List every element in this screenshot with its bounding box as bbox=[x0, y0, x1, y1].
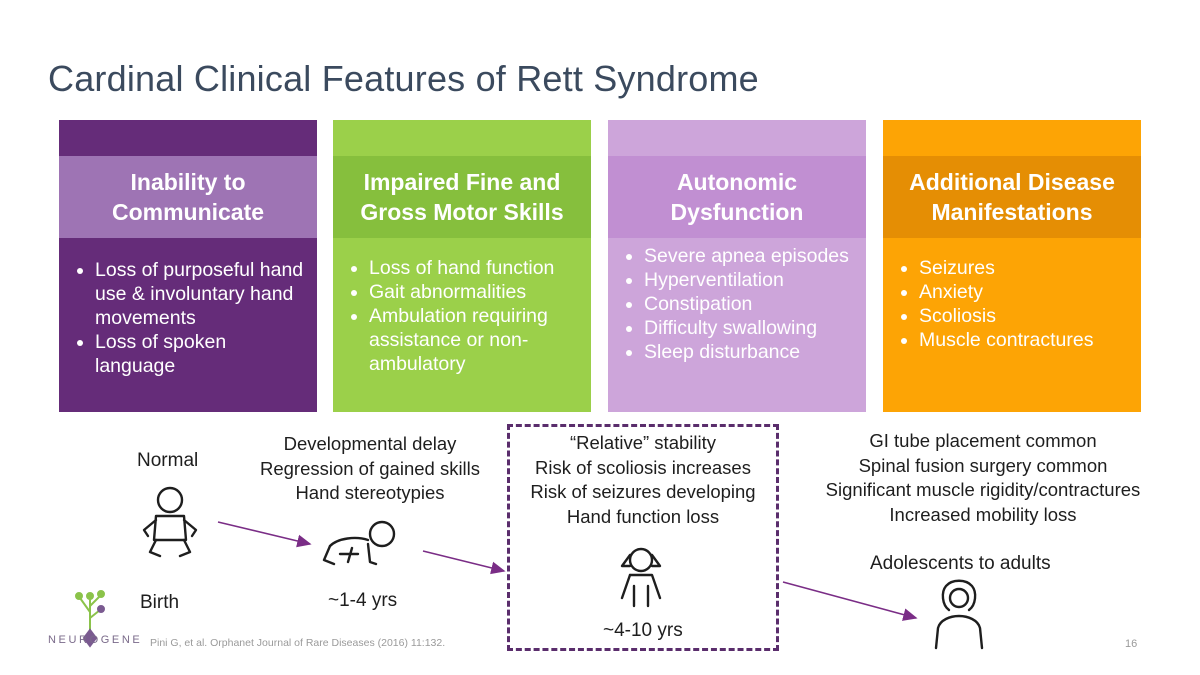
baby-icon bbox=[142, 486, 198, 558]
woman-icon bbox=[934, 579, 984, 650]
card-heading-line: Additional Disease bbox=[909, 169, 1115, 195]
girl-icon bbox=[620, 547, 662, 608]
card-heading-line: Inability to bbox=[130, 169, 246, 195]
tree-logo-icon bbox=[75, 590, 105, 648]
bullet-item: Difficulty swallowing bbox=[644, 316, 858, 340]
bullet-item: Loss of hand function bbox=[369, 256, 583, 280]
card-heading-line: Dysfunction bbox=[670, 199, 804, 225]
bullet-item: Muscle contractures bbox=[919, 328, 1133, 352]
age-4-10: ~4-10 yrs bbox=[603, 620, 683, 641]
bullet-item: Severe apnea episodes bbox=[644, 244, 858, 268]
slide-title: Cardinal Clinical Features of Rett Syndr… bbox=[48, 58, 759, 99]
card-heading-line: Autonomic bbox=[676, 169, 798, 195]
stage-line: Increased mobility loss bbox=[889, 503, 1077, 525]
feature-card-communicate: Inability to Communicate Loss of purposef… bbox=[59, 120, 317, 412]
stage-line: Hand function loss bbox=[566, 505, 720, 527]
birth-label: Birth bbox=[140, 592, 180, 613]
bullet-item: Anxiety bbox=[919, 280, 1133, 304]
stage-line: Risk of seizures developing bbox=[530, 481, 756, 502]
bullet-item: Loss of spoken language bbox=[95, 330, 309, 378]
stage-line: GI tube placement common bbox=[869, 430, 1097, 451]
stability-stage-box bbox=[507, 424, 779, 651]
stage-line: Hand stereotypies bbox=[295, 482, 445, 503]
card-heading-line: Communicate bbox=[111, 199, 265, 225]
bullet-item: Scoliosis bbox=[919, 304, 1133, 328]
stage-line: “Relative” stability bbox=[570, 432, 716, 453]
bullet-item: Constipation bbox=[644, 292, 858, 316]
crawling-baby-icon bbox=[322, 520, 396, 566]
card-heading-line: Manifestations bbox=[931, 199, 1093, 225]
bullet-item: Ambulation requiring assistance or non-a… bbox=[369, 304, 583, 376]
bullet-item: Hyperventilation bbox=[644, 268, 858, 292]
stage-line: Regression of gained skills bbox=[259, 457, 481, 479]
card-bullets: Seizures Anxiety Scoliosis Muscle contra… bbox=[899, 256, 1133, 352]
age-1-4: ~1-4 yrs bbox=[328, 590, 398, 611]
stage-child-description: “Relative” stability Risk of scoliosis i… bbox=[510, 431, 776, 529]
card-heading: Inability to Communicate bbox=[59, 156, 317, 238]
card-bullets: Loss of purposeful hand use & involuntar… bbox=[75, 258, 309, 378]
citation: Pini G, et al. Orphanet Journal of Rare … bbox=[150, 637, 446, 649]
card-heading-line: Gross Motor Skills bbox=[360, 199, 564, 225]
bullet-item: Gait abnormalities bbox=[369, 280, 583, 304]
card-bullets: Loss of hand function Gait abnormalities… bbox=[349, 256, 583, 376]
bullet-item: Sleep disturbance bbox=[644, 340, 858, 364]
card-bullets: Severe apnea episodes Hyperventilation C… bbox=[624, 244, 858, 364]
card-heading-line: Impaired Fine and bbox=[363, 169, 561, 195]
normal-label: Normal bbox=[137, 450, 199, 471]
page-number: 16 bbox=[1125, 638, 1138, 650]
timeline-arrow bbox=[422, 550, 506, 575]
timeline-arrow bbox=[782, 581, 918, 621]
age-adolescents-adults: Adolescents to adults bbox=[870, 553, 1051, 574]
stage-infant-description: Developmental delay Regression of gained… bbox=[240, 432, 500, 506]
company-logo-text: NEUROGENE bbox=[48, 634, 143, 646]
stage-line: Spinal fusion surgery common bbox=[858, 454, 1108, 476]
stage-line: Risk of scoliosis increases bbox=[535, 456, 751, 478]
stage-adult-description: GI tube placement common Spinal fusion s… bbox=[792, 429, 1174, 527]
timeline-arrow bbox=[217, 521, 312, 548]
bullet-item: Seizures bbox=[919, 256, 1133, 280]
stage-line: Developmental delay bbox=[283, 433, 457, 454]
stage-line: Significant muscle rigidity/contractures bbox=[825, 479, 1141, 500]
bullet-item: Loss of purposeful hand use & involuntar… bbox=[95, 258, 309, 330]
